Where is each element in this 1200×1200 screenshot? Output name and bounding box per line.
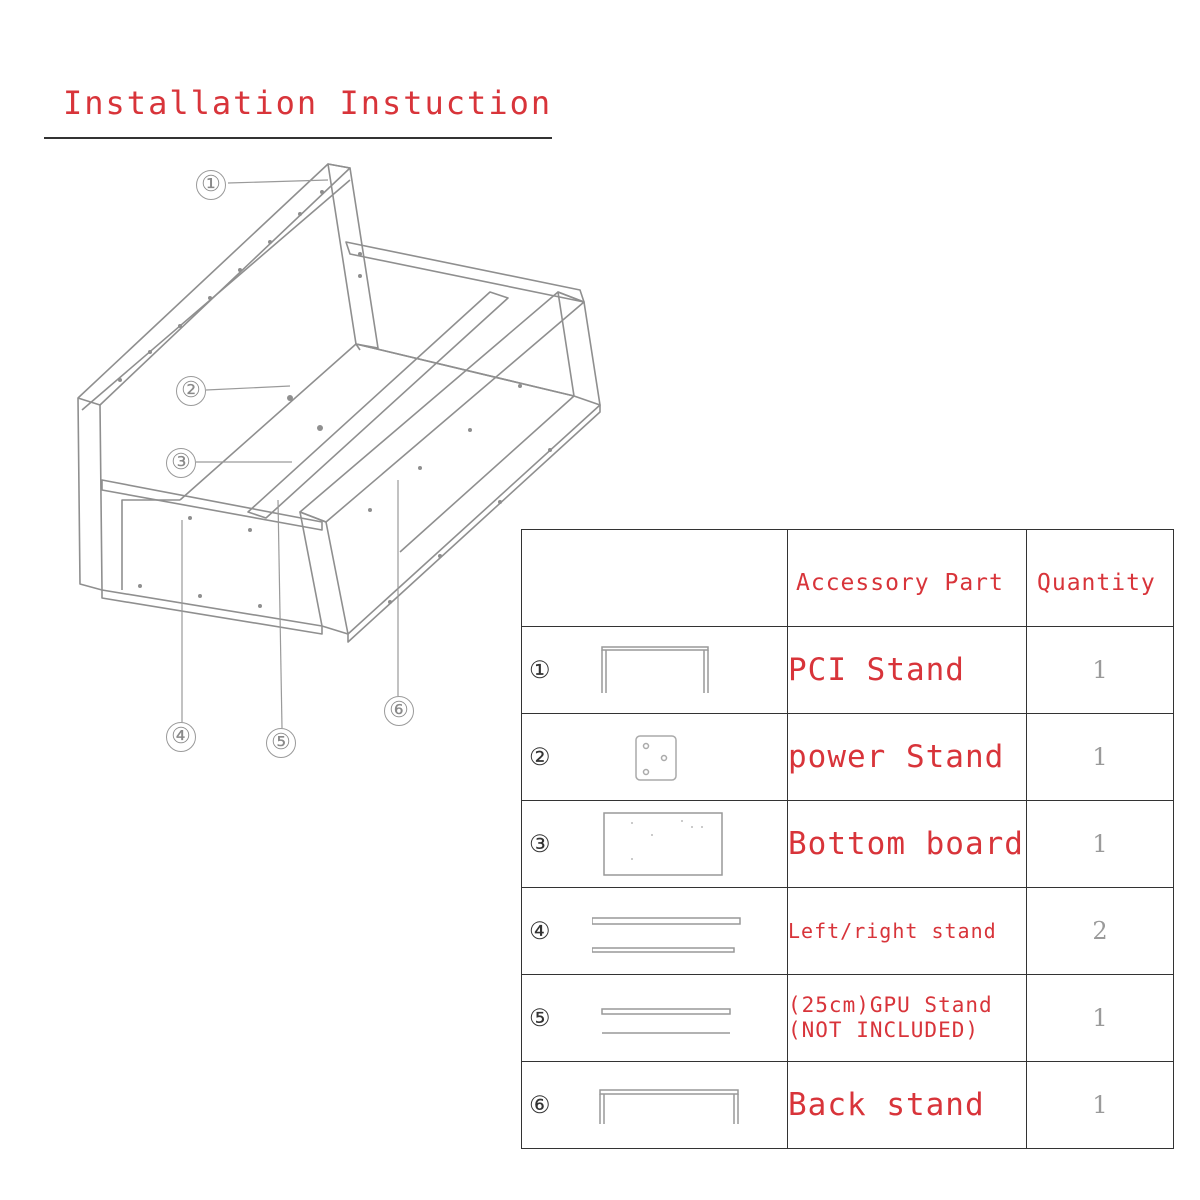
row-number: ④: [529, 917, 551, 945]
part-quantity: 1: [1026, 1061, 1174, 1149]
callout-5: ⑤: [266, 728, 296, 758]
part-quantity: 1: [1026, 626, 1174, 714]
header-quantity: Quantity: [1026, 529, 1174, 627]
table-row: ⑥ Back stand 1: [521, 1061, 1174, 1149]
row-number: ⑥: [529, 1091, 551, 1119]
pci-stand-icon: [601, 646, 709, 693]
side-stand-icon: [592, 917, 741, 953]
callout-4: ④: [166, 722, 196, 752]
callout-6: ⑥: [384, 696, 414, 726]
row-number: ③: [529, 830, 551, 858]
table-row: ② power Stand 1: [521, 713, 1174, 801]
callout-2: ②: [176, 376, 206, 406]
table-row: ④ Left/right stand 2: [521, 887, 1174, 975]
gpu-stand-icon: [601, 1008, 731, 1034]
frame-drawing: [77, 163, 601, 729]
callout-1: ①: [196, 170, 226, 200]
table-row: ⑤ (25cm)GPU Stand (NOT INCLUDED) 1: [521, 974, 1174, 1062]
part-name: Bottom board: [787, 800, 1027, 888]
callout-3: ③: [166, 448, 196, 478]
accessory-parts-table: Accessory Part Quantity ① PCI Stand 1 ②: [521, 529, 1174, 1149]
header-blank: [521, 529, 788, 627]
part-name: power Stand: [787, 713, 1027, 801]
part-quantity: 1: [1026, 800, 1174, 888]
part-name: (25cm)GPU Stand (NOT INCLUDED): [787, 974, 1027, 1062]
frame-assembly-diagram: ① ② ③ ④ ⑤ ⑥: [60, 150, 620, 770]
table-row: ① PCI Stand 1: [521, 626, 1174, 714]
page-title: Installation Instuction: [63, 84, 553, 122]
table-row: ③ Bottom board 1: [521, 800, 1174, 888]
part-quantity: 1: [1026, 974, 1174, 1062]
row-number: ②: [529, 743, 551, 771]
table-header-row: Accessory Part Quantity: [521, 529, 1174, 627]
part-quantity: 2: [1026, 887, 1174, 975]
row-number: ⑤: [529, 1004, 551, 1032]
header-accessory-part: Accessory Part: [787, 529, 1027, 627]
part-quantity: 1: [1026, 713, 1174, 801]
row-number: ①: [529, 656, 551, 684]
bottom-board-icon: [603, 812, 723, 876]
back-stand-icon: [599, 1089, 739, 1124]
title-underline: [44, 137, 552, 139]
power-stand-icon: [635, 735, 677, 781]
part-name: Left/right stand: [787, 887, 1027, 975]
part-name: PCI Stand: [787, 626, 1027, 714]
part-name: Back stand: [787, 1061, 1027, 1149]
